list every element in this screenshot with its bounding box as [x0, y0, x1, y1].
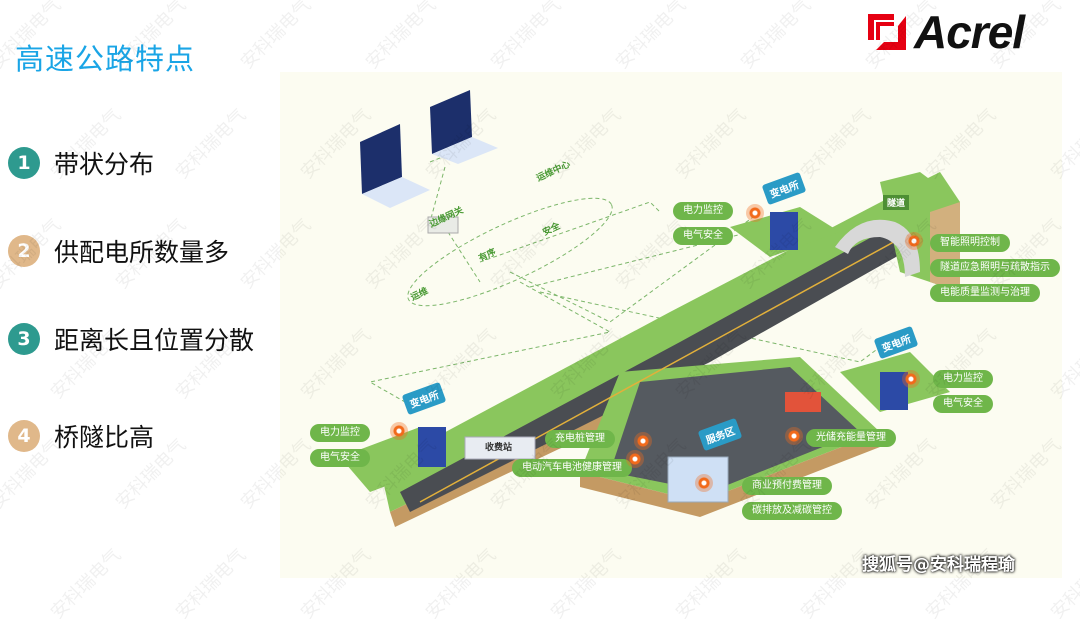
acrel-logo: Acrel: [866, 5, 1025, 59]
feature-label: 距离长且位置分散: [54, 326, 255, 355]
watermark-text: 安科瑞电气: [171, 544, 251, 624]
toll-gate-icon: [464, 436, 536, 460]
pill-electrical-safety: 电气安全: [673, 227, 733, 245]
number-badge: 1: [8, 147, 40, 179]
monitor-point-icon: [902, 370, 920, 388]
pill-power-monitoring: 电力监控: [933, 370, 993, 388]
pill-prepaid: 商业预付费管理: [742, 477, 832, 495]
number-badge: 2: [8, 235, 40, 267]
pill-power-monitoring: 电力监控: [673, 202, 733, 220]
feature-label: 带状分布: [54, 150, 155, 179]
pill-emergency-lighting: 隧道应急照明与疏散指示: [930, 259, 1060, 277]
feature-label: 桥隧比高: [54, 423, 155, 452]
logo-mark-icon: [868, 14, 906, 50]
monitor-point-icon: [634, 432, 652, 450]
pill-smart-lighting: 智能照明控制: [930, 234, 1010, 252]
pill-power-monitoring: 电力监控: [310, 424, 370, 442]
watermark-text: 安科瑞电气: [236, 0, 316, 74]
number-badge: 3: [8, 323, 40, 355]
footer-watermark: 搜狐号@安科瑞程瑜: [862, 555, 1015, 575]
isometric-scene: [340, 90, 960, 527]
watermark-text: 安科瑞电气: [736, 0, 816, 74]
pill-charging-pile: 充电桩管理: [545, 430, 615, 448]
pill-pv-storage: 光储充能量管理: [806, 429, 896, 447]
logo-text: Acrel: [914, 6, 1025, 58]
pill-carbon: 碳排放及减碳管控: [742, 502, 842, 520]
monitor-point-icon: [905, 232, 923, 250]
gateway-icon: [427, 216, 459, 234]
page-title: 高速公路特点: [15, 42, 196, 76]
monitor-point-icon: [785, 427, 803, 445]
watermark-text: 安科瑞电气: [611, 0, 691, 74]
toll-station-sign: 收费站: [485, 443, 513, 453]
watermark-text: 安科瑞电气: [171, 104, 251, 184]
substation-building-icon: [418, 427, 446, 467]
feature-label: 供配电所数量多: [54, 238, 230, 267]
monitor-point-icon: [746, 204, 764, 222]
laptop-icon: [360, 124, 430, 208]
feature-3: 3 距离长且位置分散: [8, 321, 254, 357]
tunnel-sign: 隧道: [883, 195, 910, 210]
pill-power-quality: 电能质量监测与治理: [930, 284, 1040, 302]
highway-diagram: 运维中心 边缘网关 运维 有序 安全 隧道 收费站 变电所 变电所 变电所 服务…: [280, 72, 1062, 578]
watermark-text: 安科瑞电气: [46, 544, 126, 624]
laptop-icon: [430, 90, 498, 164]
monitor-point-icon: [695, 474, 713, 492]
number-badge: 4: [8, 420, 40, 452]
substation-building-icon: [770, 212, 798, 250]
pill-electrical-safety: 电气安全: [933, 395, 993, 413]
service-building-icon: [667, 456, 729, 503]
feature-2: 2 供配电所数量多: [8, 233, 229, 269]
watermark-text: 安科瑞电气: [486, 0, 566, 74]
monitor-point-icon: [626, 450, 644, 468]
feature-1: 1 带状分布: [8, 145, 154, 181]
pill-ev-battery: 电动汽车电池健康管理: [512, 459, 632, 477]
watermark-text: 安科瑞电气: [361, 0, 441, 74]
shop-icon: [785, 392, 821, 412]
pill-electrical-safety: 电气安全: [310, 449, 370, 467]
feature-4: 4 桥隧比高: [8, 418, 154, 454]
monitor-point-icon: [390, 422, 408, 440]
